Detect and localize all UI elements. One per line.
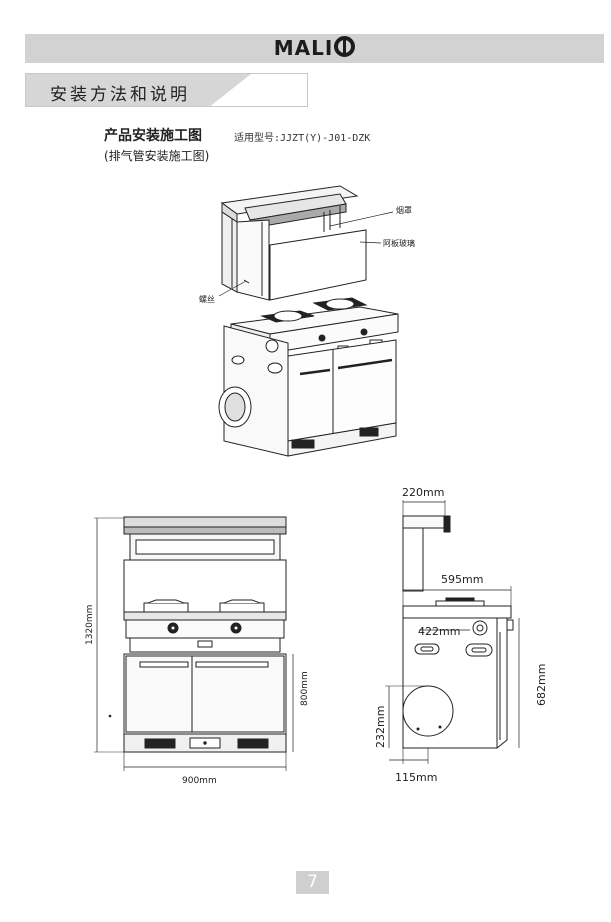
- dim-front-cabinet: 800mm: [300, 671, 310, 706]
- front-elevation-view: [94, 516, 294, 771]
- diagram-subtitle: (排气管安装施工图): [104, 149, 210, 163]
- label-hood: 烟罩: [396, 206, 412, 215]
- dim-side-depth: 595mm: [441, 573, 483, 586]
- dim-side-pipe: 422mm: [418, 625, 460, 638]
- side-elevation-view: [385, 500, 520, 764]
- label-glass: 阿板玻璃: [383, 238, 415, 248]
- section-title: 安装方法和说明: [50, 85, 190, 105]
- diagram-title: 产品安装施工图: [104, 128, 202, 144]
- section-banner: 安装方法和说明: [25, 73, 308, 107]
- page-number: 7: [296, 871, 329, 894]
- dim-side-bottom: 115mm: [395, 771, 437, 784]
- dim-side-circle: 232mm: [374, 706, 387, 748]
- brand-text: MALI: [273, 36, 334, 60]
- brand-logo: MALI: [25, 36, 604, 60]
- dim-side-top: 220mm: [402, 486, 444, 499]
- brand-logo-mark-icon: [334, 36, 356, 57]
- dim-front-width: 900mm: [182, 776, 217, 786]
- header-bar: MALI: [25, 34, 604, 63]
- model-label: 适用型号:JJZT(Y)-J01-DZK: [234, 133, 371, 144]
- label-screw: 螺丝: [199, 294, 215, 304]
- dim-side-height: 682mm: [535, 664, 548, 706]
- isometric-assembly-view: [218, 185, 399, 457]
- dim-front-height: 1320mm: [85, 605, 95, 645]
- section-banner-background: [26, 74, 251, 106]
